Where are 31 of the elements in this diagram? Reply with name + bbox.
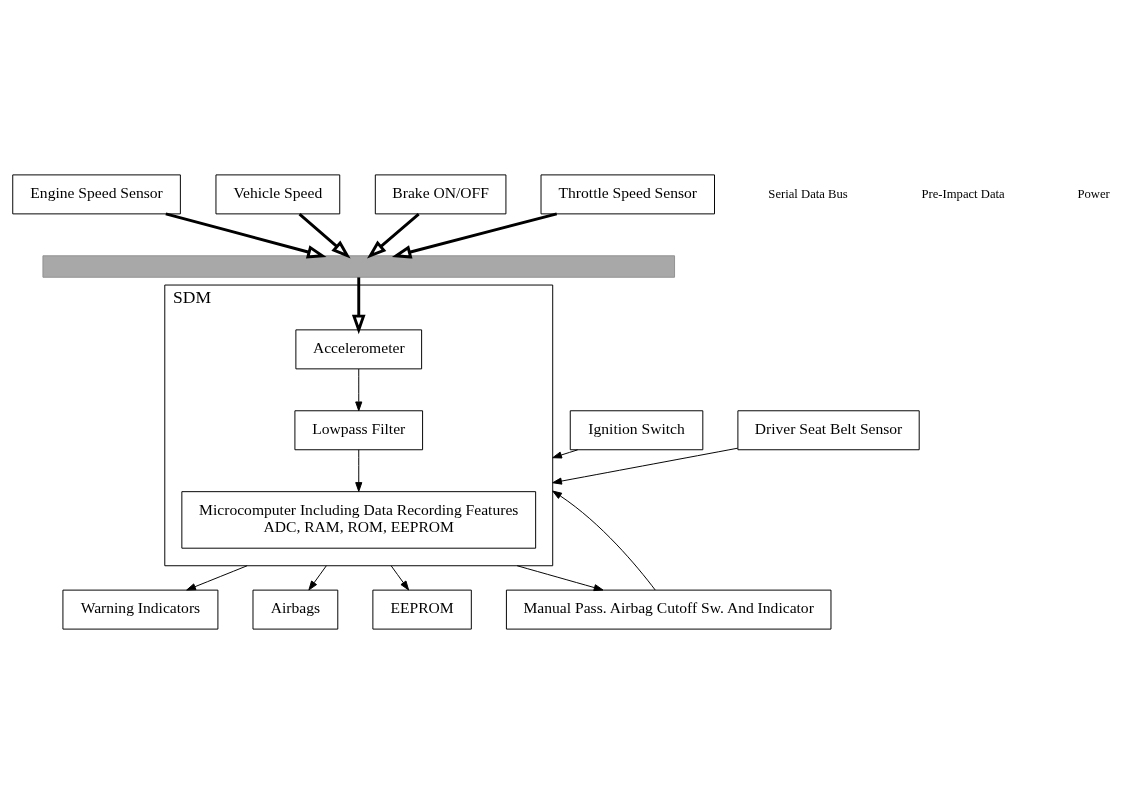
node-box: Warning Indicators	[62, 589, 219, 630]
arrow	[165, 212, 327, 258]
arrow	[355, 368, 363, 411]
label: Serial Data Bus	[768, 186, 848, 201]
node-box: Lowpass Filter	[294, 409, 424, 450]
node-bar	[42, 254, 676, 278]
arrow	[552, 447, 739, 485]
node-box: Ignition Switch	[569, 409, 704, 450]
arrow	[391, 212, 558, 259]
arrow	[308, 564, 327, 590]
arrow	[552, 490, 656, 590]
arrow	[390, 564, 410, 590]
label: Power	[1077, 186, 1110, 201]
node-box: Airbags	[252, 589, 339, 630]
arrow	[351, 276, 366, 334]
node-box: EEPROM	[372, 589, 472, 630]
node-box: Manual Pass. Airbag Cutoff Sw. And Indicator	[505, 589, 832, 630]
label: Pre-Impact Data	[921, 186, 1005, 201]
arrow	[552, 448, 579, 458]
arrow	[367, 212, 420, 258]
node-box: Microcomputer Including Data Recording Features ADC, RAM, ROM, EEPROM	[181, 490, 537, 549]
node-box: Brake ON/OFF	[374, 173, 507, 214]
node-box: Throttle Speed Sensor	[540, 173, 715, 214]
arrow	[516, 564, 604, 591]
node-box: Engine Speed Sensor	[12, 173, 181, 214]
arrow	[186, 564, 248, 591]
node-box: Accelerometer	[295, 328, 423, 369]
node-box: Driver Seat Belt Sensor	[737, 409, 920, 450]
arrow	[355, 448, 363, 492]
node-box: Vehicle Speed	[215, 173, 341, 214]
arrow	[298, 212, 351, 258]
